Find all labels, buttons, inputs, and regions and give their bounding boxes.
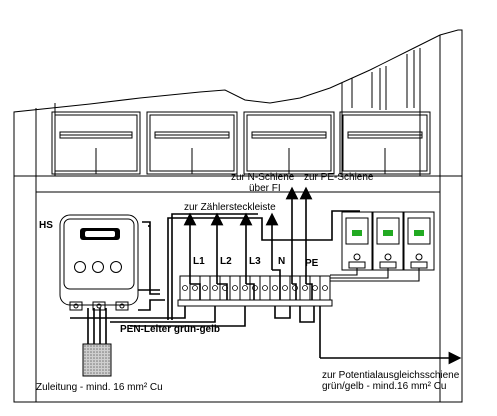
terminal-block — [177, 275, 333, 307]
label-potential-spec: grün/gelb - mind.16 mm² Cu — [322, 381, 447, 392]
surge-protection-modules — [330, 211, 435, 282]
fuse-box — [243, 111, 335, 175]
fuse-box — [146, 111, 238, 175]
label-pe: PE — [305, 258, 319, 269]
label-zaehler: zur Zählersteckleiste — [184, 202, 276, 213]
labels: HS L1 L2 L3 N PE zur N-Schiene über FI z… — [36, 172, 460, 393]
label-zuleitung: Zuleitung - mind. 16 mm² Cu — [36, 382, 163, 393]
label-n: N — [278, 256, 285, 267]
supply-cable — [82, 308, 112, 377]
label-pen: PEN-Leiter grün-gelb — [120, 324, 220, 335]
module — [403, 211, 435, 271]
label-hs: HS — [39, 220, 53, 231]
lower-wires — [70, 306, 462, 365]
module — [372, 211, 404, 271]
main-fuse-hs — [59, 214, 139, 311]
fuse-box — [51, 111, 141, 175]
cabinet — [13, 29, 463, 403]
label-l3: L3 — [249, 256, 261, 267]
label-ueber-fi: über FI — [249, 183, 281, 194]
feed-wires — [138, 210, 360, 320]
fuse-box — [339, 111, 431, 175]
module — [341, 211, 373, 271]
label-l2: L2 — [220, 256, 232, 267]
label-potential: zur Potentialausgleichsschiene — [322, 370, 460, 381]
label-n-schiene: zur N-Schiene — [231, 172, 295, 183]
label-pe-schiene: zur PE-Schiene — [304, 172, 374, 183]
fuse-row — [51, 111, 431, 175]
label-l1: L1 — [193, 256, 205, 267]
